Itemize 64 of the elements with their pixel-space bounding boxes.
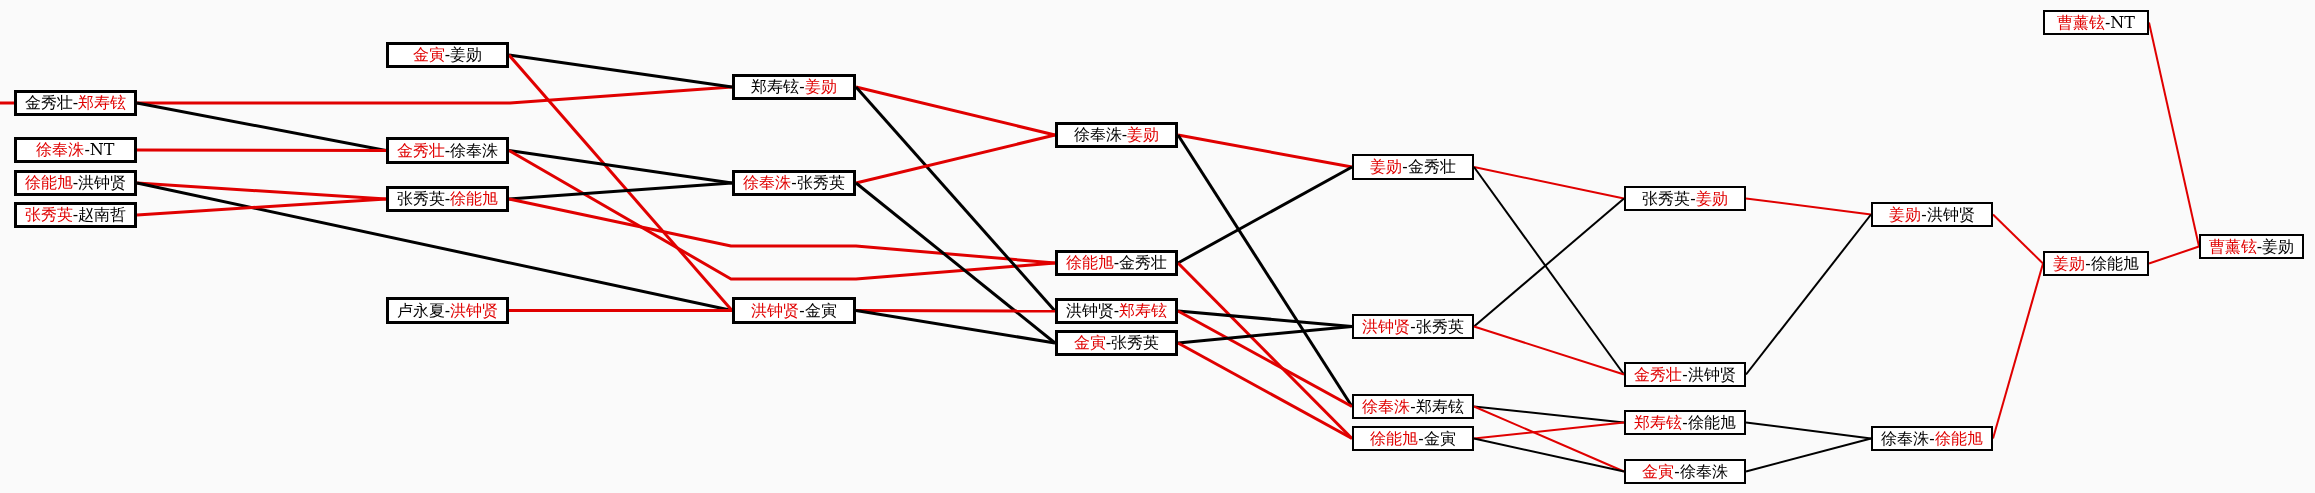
match-box: 徐奉洙-徐能旭 (1871, 426, 1993, 451)
match-box: 徐奉洙-张秀英 (732, 170, 856, 196)
match-box: 郑寿铉-徐能旭 (1624, 410, 1746, 435)
bracket-line (1176, 261, 1354, 440)
bracket-line (1176, 134, 1354, 408)
bracket-line (507, 54, 734, 312)
bracket-line (1177, 165, 1353, 265)
bracket-line (508, 149, 1056, 281)
match-box: 徐能旭-金秀壮 (1055, 250, 1178, 276)
bracket-line (508, 53, 733, 89)
bracket-line (854, 86, 1057, 312)
bracket-line (509, 309, 732, 312)
match-box: 张秀英-姜勋 (1624, 186, 1746, 211)
match-box: 金寅-徐奉洙 (1624, 459, 1746, 484)
match-box: 洪钟贤-郑寿铉 (1055, 298, 1178, 324)
bracket-line (855, 133, 1056, 185)
match-box: 张秀英-徐能旭 (386, 186, 509, 212)
match-box: 洪钟贤-金寅 (732, 297, 856, 324)
bracket-line (855, 309, 1056, 345)
match-box: 姜勋-金秀壮 (1352, 154, 1474, 180)
bracket-line (1745, 197, 1872, 216)
bracket-line (508, 197, 1056, 265)
match-box: 洪钟贤-张秀英 (1352, 314, 1474, 339)
match-box: 金寅-张秀英 (1055, 330, 1178, 356)
match-box: 徐能旭-金寅 (1352, 426, 1474, 451)
bracket-line (0, 101, 14, 105)
match-box: 徐奉洙-NT (14, 137, 137, 163)
bracket-line (1473, 166, 1625, 376)
match-box: 张秀英-赵南哲 (14, 202, 137, 228)
match-box: 徐能旭-洪钟贤 (14, 170, 137, 196)
bracket-line (1473, 405, 1625, 473)
bracket-line (137, 148, 386, 152)
match-box: 金秀壮-徐奉洙 (386, 137, 509, 164)
match-box: 姜勋-徐能旭 (2043, 251, 2149, 276)
bracket-line (1745, 213, 1872, 376)
match-box: 徐奉洙-郑寿铉 (1352, 394, 1474, 419)
bracket-line (1473, 166, 1625, 200)
bracket-line (1992, 213, 2044, 265)
match-box: 郑寿铉-姜勋 (732, 74, 856, 100)
match-box: 金秀壮-郑寿铉 (14, 90, 137, 116)
bracket-line (508, 181, 733, 201)
match-box: 徐奉洙-姜勋 (1055, 122, 1178, 148)
match-box: 曹薰铉-姜勋 (2199, 234, 2304, 259)
bracket-line (855, 85, 1056, 137)
bracket-line (1745, 421, 1872, 440)
bracket-line (136, 197, 387, 217)
bracket-line (1473, 197, 1625, 328)
bracket-line (1473, 421, 1625, 440)
bracket-line (2148, 245, 2200, 265)
bracket-line (1177, 133, 1353, 169)
bracket-line (136, 101, 387, 152)
bracket-line (1473, 325, 1625, 376)
bracket-line (856, 309, 1055, 313)
match-box: 曹薰铉-NT (2043, 10, 2149, 35)
match-box: 姜勋-洪钟贤 (1871, 202, 1993, 227)
bracket-line (508, 149, 733, 185)
match-box: 金秀壮-洪钟贤 (1624, 362, 1746, 387)
match-box: 金寅-姜勋 (386, 42, 509, 68)
match-box: 卢永夏-洪钟贤 (386, 297, 509, 324)
bracket-line (1745, 437, 1872, 473)
bracket-line (1177, 325, 1353, 345)
bracket-line (1177, 341, 1353, 440)
bracket-line (1473, 437, 1625, 473)
bracket-line (1177, 309, 1353, 408)
